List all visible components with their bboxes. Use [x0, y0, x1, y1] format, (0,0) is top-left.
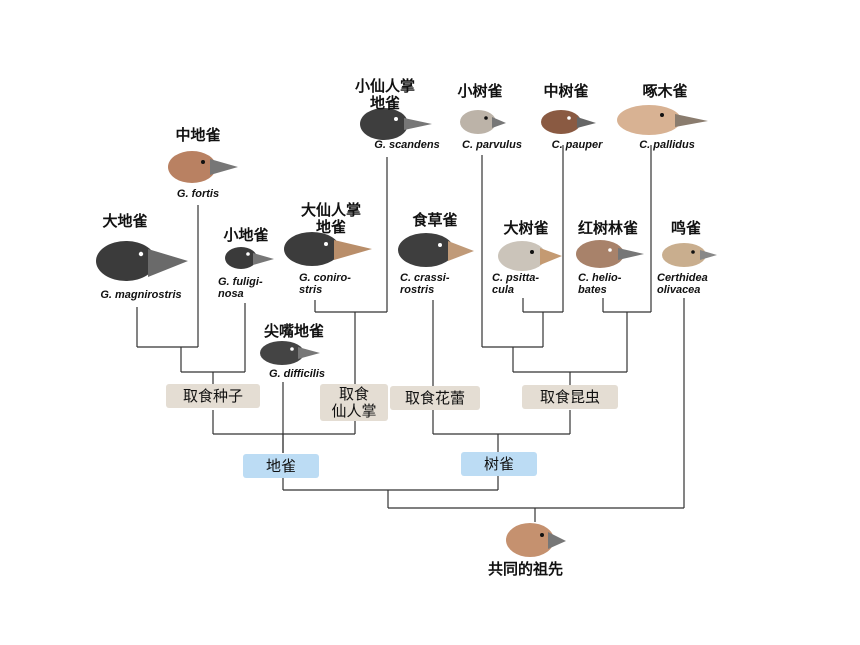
bird-pauper-icon — [541, 110, 596, 134]
label-heliobates-sci: C. helio- bates — [578, 272, 622, 296]
bird-olivacea-icon — [662, 243, 717, 267]
bird-psittacula-icon — [498, 241, 562, 271]
label-parvulus-sci: C. parvulus — [462, 139, 522, 151]
group-box-ground-finches: 地雀 — [243, 454, 319, 478]
diet-box-insects: 取食昆虫 — [522, 385, 618, 409]
label-scandens-sci: G. scandens — [374, 139, 440, 151]
label-difficilis-cn: 尖嘴地雀 — [263, 322, 324, 340]
label-pallidus-cn: 啄木雀 — [642, 82, 688, 100]
label-olivacea-cn: 鸣雀 — [670, 219, 701, 237]
label-psittacula-sci: C. psitta- cula — [492, 272, 540, 296]
label-magnirostris-cn: 大地雀 — [102, 212, 148, 230]
bird-heliobates-icon — [576, 240, 644, 268]
bird-conirostris-icon — [284, 232, 372, 266]
common-ancestor-label: 共同的祖先 — [488, 560, 564, 578]
label-heliobates-cn: 红树林雀 — [577, 219, 638, 237]
label-pallidus-sci: C. pallidus — [639, 139, 695, 151]
bird-difficilis-icon — [260, 341, 320, 365]
label-pauper-cn: 中树雀 — [543, 82, 589, 100]
diet-box-seeds: 取食种子 — [166, 384, 260, 408]
bird-fortis-icon — [168, 151, 238, 183]
bird-ancestor-icon — [506, 523, 566, 557]
group-box-tree-finches: 树雀 — [461, 452, 537, 476]
diet-box-cactus: 取食仙人掌 — [320, 384, 388, 421]
label-fuliginosa-sci: G. fuligi- nosa — [218, 276, 263, 300]
label-fortis-cn: 中地雀 — [175, 126, 221, 144]
label-crassirostris-cn: 食草雀 — [412, 211, 458, 229]
bird-pallidus-icon — [617, 105, 708, 135]
label-fortis-sci: G. fortis — [176, 188, 220, 200]
bird-fuliginosa-icon — [225, 247, 274, 269]
bird-crassirostris-icon — [398, 233, 474, 267]
label-parvulus-cn: 小树雀 — [457, 82, 503, 100]
label-difficilis-sci: G. difficilis — [268, 368, 326, 380]
bird-magnirostris-icon — [96, 241, 188, 281]
label-psittacula-cn: 大树雀 — [503, 219, 549, 237]
label-pauper-sci: C. pauper — [551, 139, 603, 151]
label-scandens-cn: 小仙人掌地雀 — [354, 77, 415, 112]
bird-scandens-icon — [360, 108, 432, 140]
label-conirostris-sci: G. coniro- stris — [299, 272, 351, 296]
label-conirostris-cn: 大仙人掌地雀 — [300, 201, 361, 236]
label-crassirostris-sci: C. crassi- rostris — [400, 272, 450, 296]
label-magnirostris-sci: G. magnirostris — [100, 289, 182, 301]
diet-box-buds: 取食花蕾 — [390, 386, 480, 410]
label-olivacea-sci: Certhidea olivacea — [657, 272, 708, 296]
label-fuliginosa-cn: 小地雀 — [223, 226, 269, 244]
bird-parvulus-icon — [460, 110, 506, 134]
